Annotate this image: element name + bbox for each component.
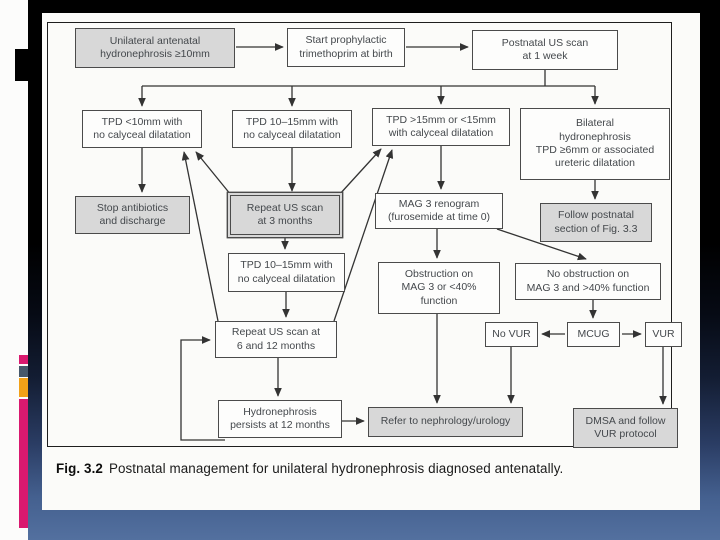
flowchart-node-no-vur: No VUR: [485, 322, 538, 347]
accent-black-tab: [15, 49, 28, 81]
flowchart-node-tpd-under-10mm: TPD <10mm with no calyceal dilatation: [82, 110, 202, 148]
accent-square-magenta: [19, 355, 28, 364]
figure-caption-label: Fig. 3.2: [56, 461, 103, 476]
flowchart-node-no-obstruction-mag3: No obstruction on MAG 3 and >40% functio…: [515, 263, 661, 300]
figure-frame: [47, 22, 672, 447]
figure-caption: Fig. 3.2 Postnatal management for unilate…: [56, 461, 668, 476]
flowchart-node-follow-fig-3-3: Follow postnatal section of Fig. 3.3: [540, 203, 652, 242]
flowchart-node-refer-nephrology-urology: Refer to nephrology/urology: [368, 407, 523, 437]
flowchart-node-tpd-over-15mm: TPD >15mm or <15mm with calyceal dilatat…: [372, 108, 510, 146]
flowchart-node-bilateral-hydronephrosis: Bilateral hydronephrosis TPD ≥6mm or ass…: [520, 108, 670, 180]
flowchart-node-hydronephrosis-persists: Hydronephrosis persists at 12 months: [218, 400, 342, 438]
flowchart-node-start-trimethoprim: Start prophylactic trimethoprim at birth: [287, 28, 405, 67]
flowchart-node-obstruction-mag3: Obstruction on MAG 3 or <40% function: [378, 262, 500, 314]
flowchart-node-postnatal-us-scan: Postnatal US scan at 1 week: [472, 30, 618, 70]
figure-caption-text: Postnatal management for unilateral hydr…: [108, 461, 564, 476]
flowchart-node-mcug: MCUG: [567, 322, 620, 347]
flowchart-node-dmsa-vur-protocol: DMSA and follow VUR protocol: [573, 408, 678, 448]
flowchart-node-repeat-us-3-months: Repeat US scan at 3 months: [230, 195, 340, 235]
flowchart-node-vur: VUR: [645, 322, 682, 347]
flowchart-node-tpd-10-15mm-followup: TPD 10–15mm with no calyceal dilatation: [228, 253, 345, 292]
flowchart-node-antenatal-hydronephrosis: Unilateral antenatal hydronephrosis ≥10m…: [75, 28, 235, 68]
accent-bar-magenta: [19, 399, 28, 528]
accent-square-amber: [19, 378, 28, 397]
flowchart-node-tpd-10-15mm: TPD 10–15mm with no calyceal dilatation: [232, 110, 352, 148]
accent-square-slate: [19, 366, 28, 377]
flowchart-node-mag3-renogram: MAG 3 renogram (furosemide at time 0): [375, 193, 503, 229]
flowchart-node-stop-antibiotics: Stop antibiotics and discharge: [75, 196, 190, 234]
flowchart-node-repeat-us-6-12-months: Repeat US scan at 6 and 12 months: [215, 321, 337, 358]
